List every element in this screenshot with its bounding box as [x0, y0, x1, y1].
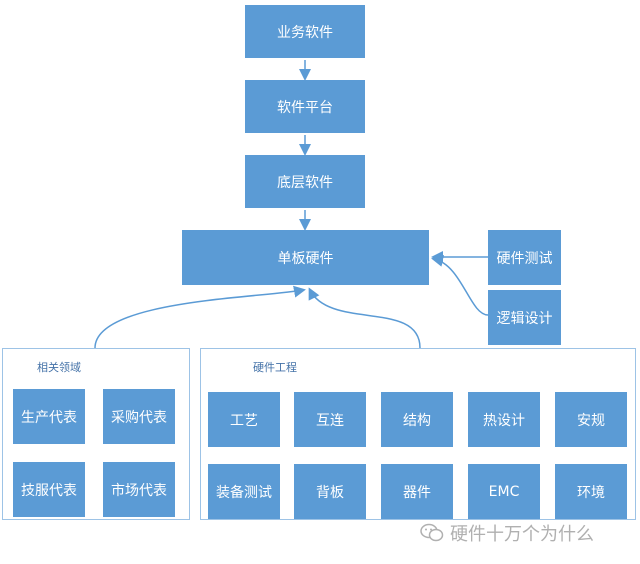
watermark: 硬件十万个为什么 [420, 520, 594, 546]
watermark-text: 硬件十万个为什么 [450, 524, 594, 545]
structure-box: 结构 [381, 392, 453, 447]
related-fields-group: 相关领域 生产代表 采购代表 技服代表 市场代表 [2, 348, 190, 520]
software-platform-box: 软件平台 [245, 80, 365, 133]
emc-box: EMC [468, 464, 540, 519]
arrow-hwe-to-board [308, 287, 421, 349]
arrow-logic-to-board [431, 255, 489, 316]
production-rep-box: 生产代表 [13, 389, 85, 444]
backplane-box: 背板 [294, 464, 366, 519]
purchasing-rep-box: 采购代表 [103, 389, 175, 444]
environment-box: 环境 [555, 464, 627, 519]
business-software-box: 业务软件 [245, 5, 365, 58]
base-software-box: 底层软件 [245, 155, 365, 208]
hardware-test-box: 硬件测试 [488, 230, 561, 285]
board-hardware-box: 单板硬件 [182, 230, 429, 285]
logic-design-box: 逻辑设计 [488, 290, 561, 345]
safety-regulation-box: 安规 [555, 392, 627, 447]
process-box: 工艺 [208, 392, 280, 447]
components-box: 器件 [381, 464, 453, 519]
tech-service-rep-box: 技服代表 [13, 462, 85, 517]
marketing-rep-box: 市场代表 [103, 462, 175, 517]
arrow-related-to-board [94, 285, 306, 349]
equipment-test-box: 装备测试 [208, 464, 280, 519]
thermal-design-box: 热设计 [468, 392, 540, 447]
hardware-engineering-title: 硬件工程 [253, 361, 297, 374]
hardware-engineering-group: 硬件工程 工艺 互连 结构 热设计 安规 装备测试 背板 器件 EMC 环境 [200, 348, 636, 520]
related-fields-title: 相关领域 [37, 361, 81, 374]
interconnect-box: 互连 [294, 392, 366, 447]
wechat-icon [420, 523, 444, 542]
